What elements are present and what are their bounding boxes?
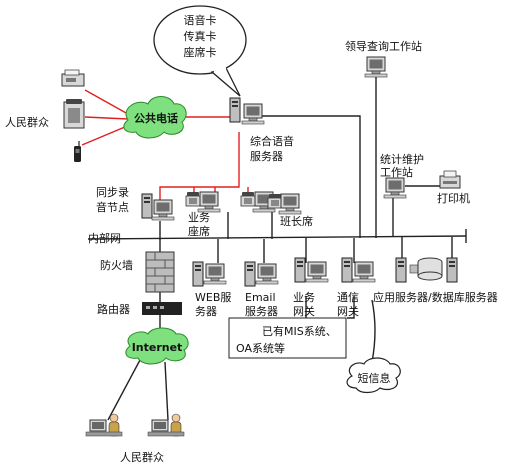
intranet-bus <box>87 235 467 240</box>
email-server-icon <box>244 261 279 287</box>
voice-server-label-1: 综合语音 <box>250 134 294 148</box>
public-left-label: 人民群众 <box>5 115 49 129</box>
agent-seat-label-2: 座席 <box>188 224 210 238</box>
database-icon <box>417 257 443 281</box>
existing-sys-label-2: OA系统等 <box>236 341 285 355</box>
firewall-icon <box>145 251 175 293</box>
stats-ws-label-2: 工作站 <box>380 165 413 179</box>
user-2-icon <box>147 413 185 437</box>
web-server-icon <box>192 261 227 287</box>
sync-recording-node-icon <box>141 193 175 221</box>
voice-trunk-line <box>159 132 240 200</box>
agent-seat-1-icon <box>185 191 221 213</box>
mobile-phone-icon <box>74 141 81 162</box>
business-gateway-icon <box>294 257 329 283</box>
voice-card-bubble: 语音卡 传真卡 座席卡 <box>153 5 247 97</box>
app-db-server-label: 应用服务器/数据库服务器 <box>373 290 498 304</box>
existing-systems-box: 已有MIS系统、 OA系统等 <box>228 317 347 359</box>
voice-server-link <box>252 115 361 238</box>
stats-workstation-icon <box>383 177 407 199</box>
comm-gw-label-1: 通信 <box>337 291 359 304</box>
internet-cloud: Internet <box>125 327 189 365</box>
voice-server-label-2: 服务器 <box>250 150 283 163</box>
sms-label: 短信息 <box>358 371 391 385</box>
desk-telephone-icon <box>63 99 85 129</box>
internet-label: Internet <box>132 341 183 354</box>
fax-card-label: 传真卡 <box>184 29 217 43</box>
sms-link <box>371 299 376 363</box>
leader-workstation-icon <box>364 56 388 78</box>
intranet-label: 内部网 <box>88 231 121 245</box>
phone-line <box>84 116 129 120</box>
seat-card-label: 座席卡 <box>184 45 217 59</box>
public-bottom-label: 人民群众 <box>120 450 164 464</box>
pstn-cloud: 公共电话 <box>123 96 187 139</box>
printer-label: 打印机 <box>437 191 470 205</box>
comm-gateway-icon <box>341 257 376 283</box>
voice-card-label: 语音卡 <box>184 13 217 27</box>
monitor-seat-label: 班长席 <box>280 214 313 228</box>
web-server-label-2: 务器 <box>195 305 217 318</box>
user-1-icon <box>85 413 123 437</box>
email-server-label-1: Email <box>245 291 276 304</box>
stats-ws-label-1: 统计维护 <box>380 152 424 166</box>
db-server-icon <box>446 257 458 283</box>
biz-gw-label-2: 网关 <box>293 304 315 318</box>
pstn-label: 公共电话 <box>134 111 178 125</box>
voice-server-node <box>229 97 265 125</box>
biz-gw-label-1: 业务 <box>293 291 315 304</box>
comm-gw-label-2: 网关 <box>337 304 359 318</box>
fax-machine-icon <box>61 69 85 87</box>
email-server-label-2: 服务器 <box>245 305 278 318</box>
firewall-label: 防火墙 <box>100 258 133 272</box>
sync-rec-label-2: 音节点 <box>96 200 129 214</box>
printer-icon <box>439 170 461 189</box>
router-icon <box>142 302 182 315</box>
app-server-icon <box>395 257 419 283</box>
agent-seat-label-1: 业务 <box>188 211 210 224</box>
router-label: 路由器 <box>97 302 130 316</box>
leader-ws-label: 领导查询工作站 <box>345 39 422 53</box>
existing-sys-label-1: 已有MIS系统、 <box>262 324 337 338</box>
sms-cloud: 短信息 <box>346 357 401 394</box>
sync-rec-label-1: 同步录 <box>96 186 129 199</box>
web-server-label-1: WEB服 <box>195 291 231 304</box>
